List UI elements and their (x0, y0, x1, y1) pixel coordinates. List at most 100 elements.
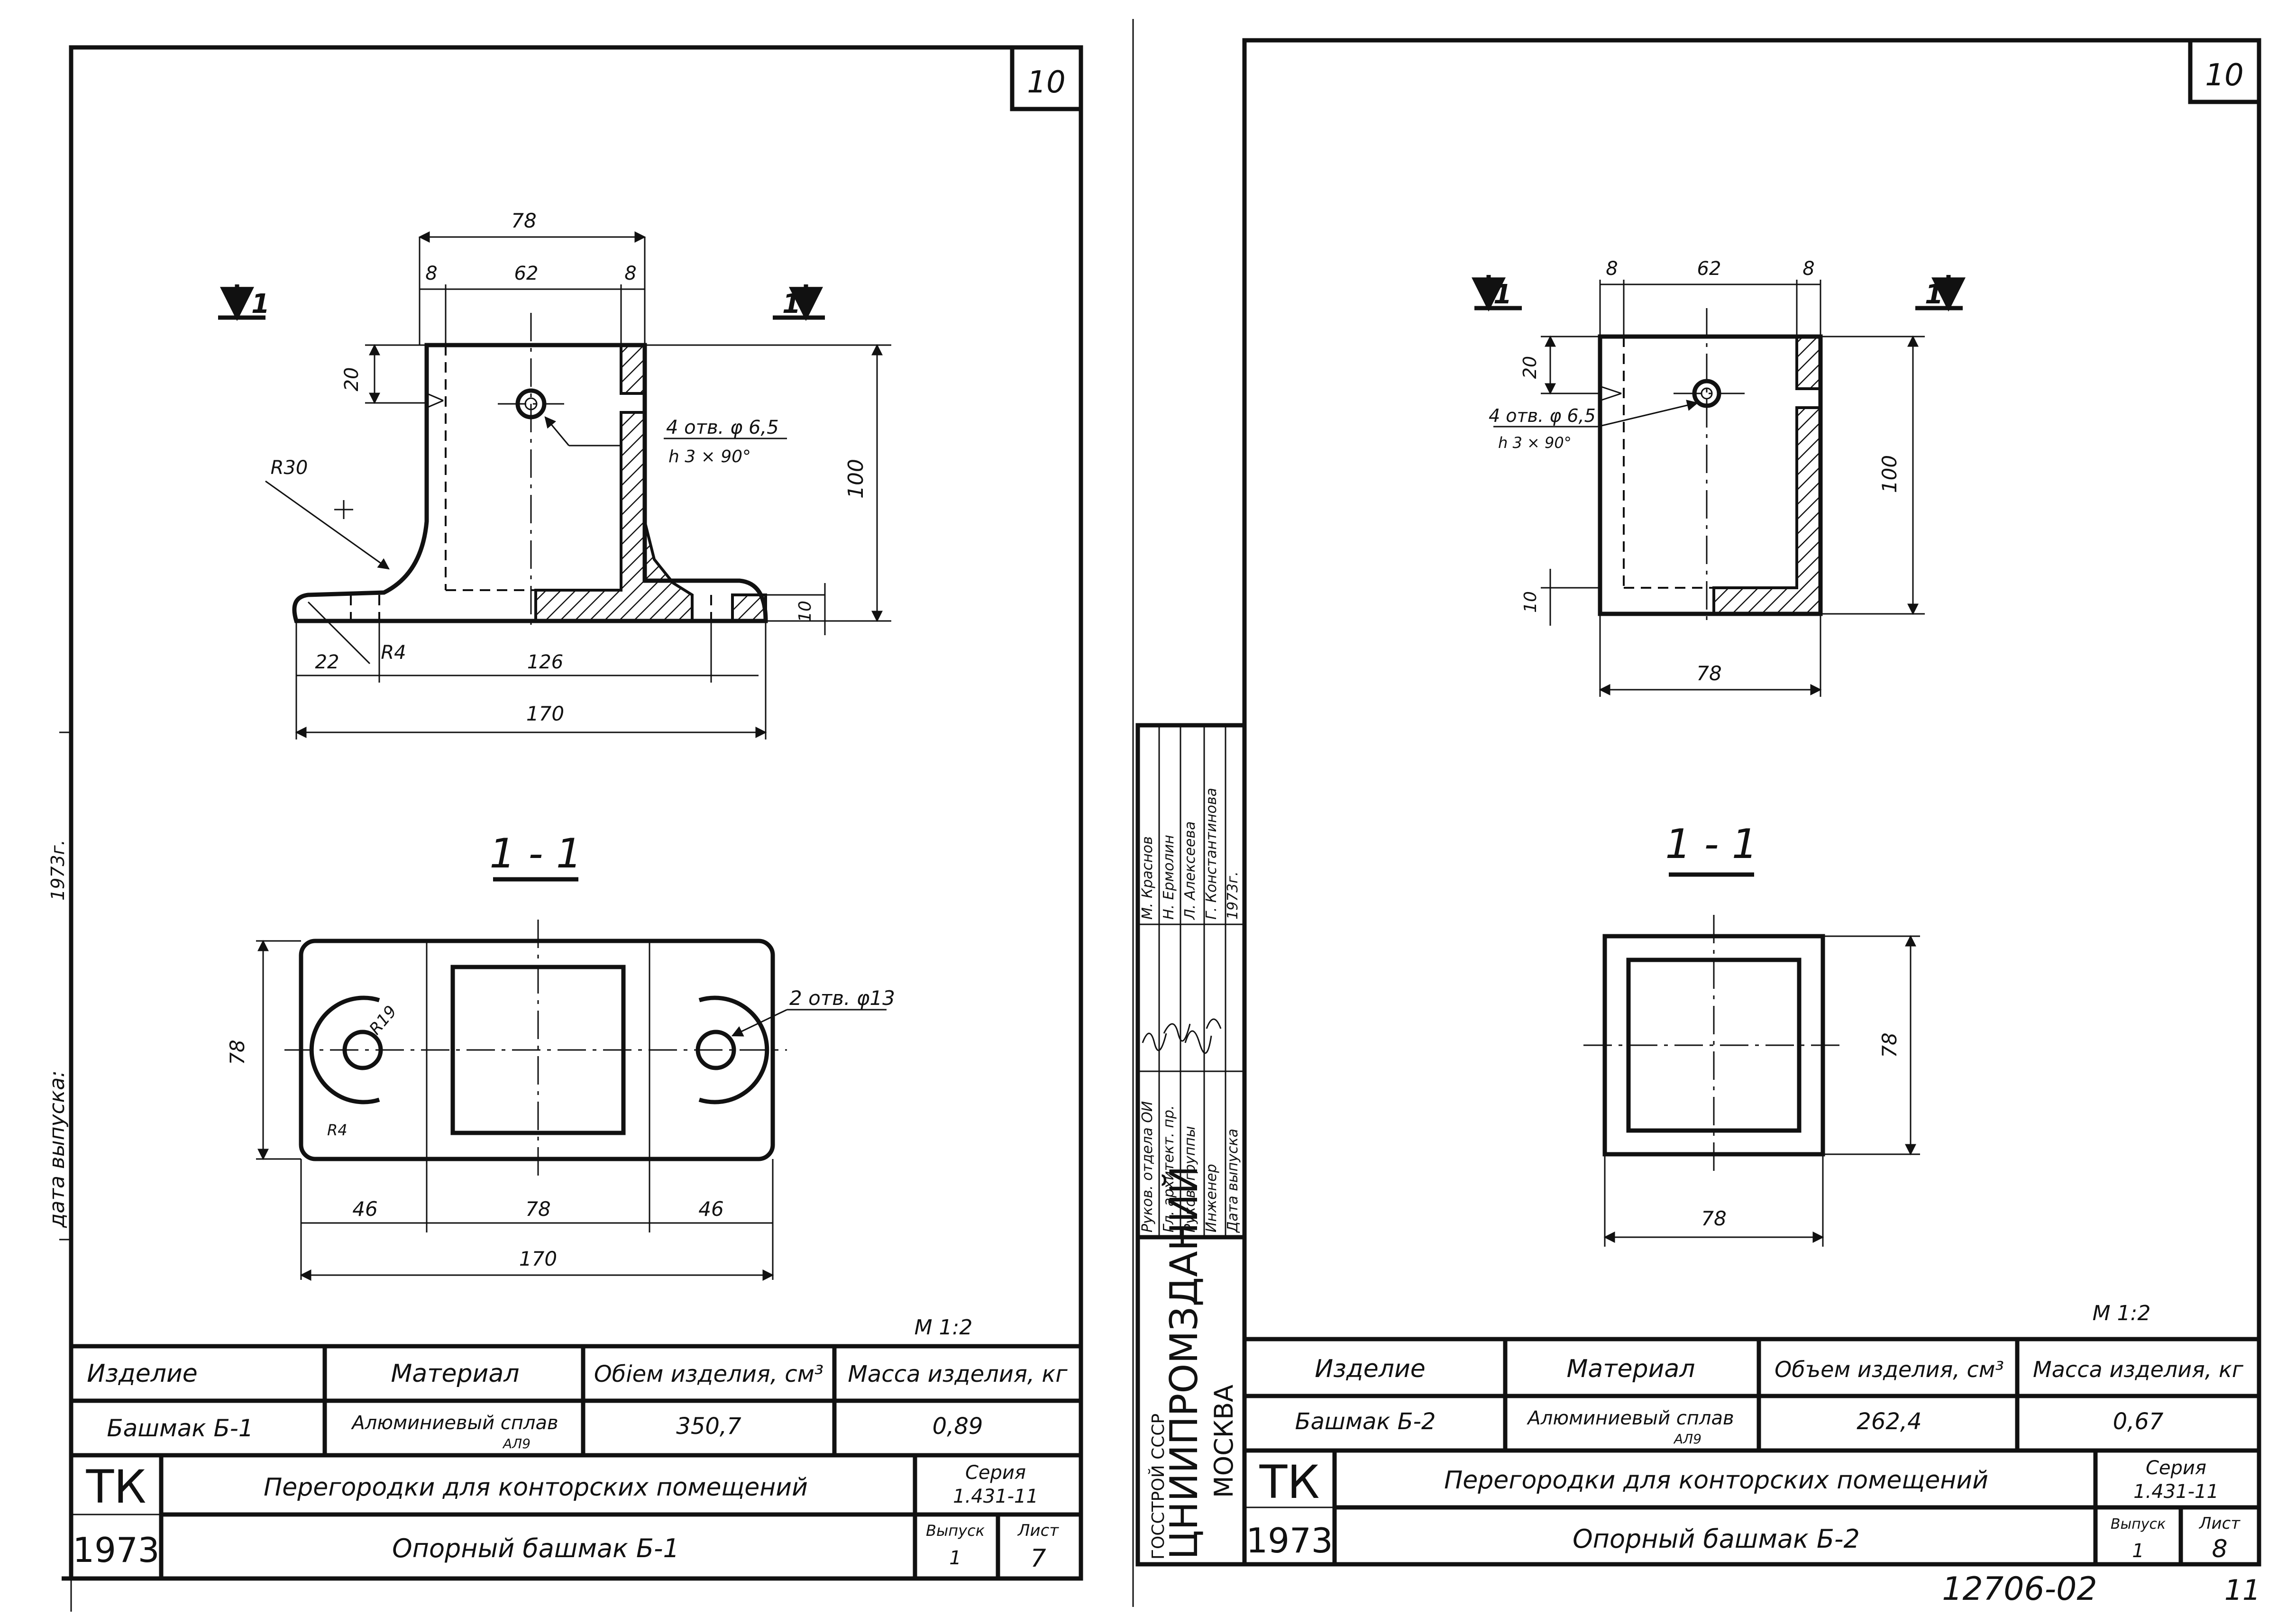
dim-10: 10 (796, 601, 815, 622)
main-view-b1 (292, 313, 768, 630)
sheet-frame (69, 45, 1083, 1581)
stamp-name-3: Л. Алексеева (1182, 821, 1198, 920)
section-dim-46-left: 46 (352, 1197, 377, 1221)
b2-holes-callout: 4 отв. φ 6,5 (1489, 405, 1596, 426)
archive-number: 12706-02 (1942, 1570, 2097, 1608)
b2-sheet-value: 8 (2212, 1535, 2227, 1563)
col-mass-header: Масса изделия, кг (848, 1361, 1068, 1387)
series-label: Серия (965, 1462, 1026, 1484)
b2-cut-marker-left: 1 (1493, 279, 1512, 310)
dim-20: 20 (341, 367, 363, 392)
b2-project-name: Перегородки для конторских помещений (1444, 1466, 1988, 1495)
sheet-right: 10 Руков. отдела ОИ Гл. архитект. пр. Ру… (1135, 38, 2261, 1608)
col-material-header: Материал (391, 1359, 520, 1388)
dim-r30: R30 (271, 457, 308, 479)
col-volume-header: Обiем изделия, см³ (594, 1361, 823, 1387)
stamp-role-5: Дата выпуска (1225, 1129, 1241, 1233)
b2-col-material-header: Материал (1567, 1355, 1695, 1383)
stamp-name-5: 1973г. (1225, 871, 1241, 920)
b2-volume-value: 262,4 (1857, 1408, 1921, 1435)
b2-sheet-label: Лист (2198, 1514, 2241, 1533)
b2-dim-8-left: 8 (1606, 258, 1618, 280)
b2-drawing-title: Опорный башмак Б-2 (1573, 1524, 1860, 1554)
section-dim-170: 170 (519, 1247, 557, 1270)
b2-dim-100: 100 (1878, 455, 1901, 493)
section-r4: R4 (327, 1121, 348, 1139)
material-value: Алюминиевый сплав (350, 1412, 558, 1434)
b2-col-item-header: Изделие (1315, 1355, 1426, 1383)
dim-100: 100 (844, 459, 868, 499)
b2-cut-marker-right: 1 (1925, 279, 1943, 310)
section-b2: 1 - 1 78 78 (1583, 821, 1920, 1247)
volume-value: 350,7 (676, 1413, 741, 1440)
stamp-gosstroy: ГОССТРОЙ СССР (1148, 1414, 1168, 1560)
b2-col-mass-header: Масса изделия, кг (2033, 1357, 2244, 1382)
b2-dim-20: 20 (1519, 356, 1540, 379)
stamp-name-2: Н. Ермолин (1161, 835, 1177, 920)
b2-series-value: 1.431-11 (2133, 1481, 2219, 1503)
chamfer-callout: h 3 × 90° (668, 447, 751, 466)
dim-62: 62 (514, 263, 539, 284)
page-number: 11 (2224, 1574, 2260, 1607)
b2-material-sub: АЛ9 (1673, 1431, 1701, 1447)
b2-dim-10: 10 (1521, 591, 1540, 613)
b2-scale: М 1:2 (2093, 1301, 2151, 1325)
org-code: ТК (86, 1460, 146, 1514)
section-dim-78-height: 78 (226, 1040, 249, 1065)
b2-section-title: 1 - 1 (1665, 821, 1757, 868)
dim-8-right: 8 (624, 263, 636, 284)
section-b1: 1 - 1 R19 R4 2 отв. φ13 78 46 (226, 830, 895, 1281)
b2-dim-8-right: 8 (1802, 258, 1814, 280)
release-date-label: дата выпуска: (45, 1070, 69, 1228)
release-date-year: 1973г. (47, 839, 68, 901)
b2-issue-value: 1 (2132, 1540, 2144, 1562)
stamp-role-2: Гл. архитект. пр. (1161, 1105, 1177, 1232)
stamp-name-1: М. Краснов (1139, 836, 1156, 920)
b2-material-value: Алюминиевый сплав (1526, 1407, 1734, 1429)
dim-78-top: 78 (511, 209, 536, 232)
dim-170: 170 (526, 702, 564, 725)
stamp-role-4: Инженер (1203, 1164, 1220, 1232)
col-item-header: Изделие (87, 1359, 198, 1388)
issue-value: 1 (949, 1547, 961, 1569)
stamp-city: МОСКВА (1209, 1385, 1239, 1498)
corner-number: 10 (1027, 65, 1065, 100)
project-name: Перегородки для конторских помещений (264, 1473, 808, 1502)
b2-item-value: Башмак Б-2 (1295, 1408, 1436, 1435)
b2-org-year: 1973 (1246, 1521, 1333, 1560)
signatures (1142, 1018, 1222, 1054)
b2-mass-value: 0,67 (2113, 1408, 2164, 1435)
b2-section-dim-78-width: 78 (1701, 1207, 1726, 1230)
cut-marker-left: 1 (251, 289, 270, 319)
dim-r4: R4 (381, 642, 406, 664)
title-block-b1: Изделие Материал Обiем изделия, см³ Масс… (71, 1344, 1081, 1578)
sheet-left: 10 78 (45, 45, 1083, 1612)
corner-number-box (1010, 45, 1083, 111)
b2-series-label: Серия (2146, 1457, 2206, 1479)
item-value: Башмак Б-1 (107, 1414, 253, 1442)
section-dim-46-right: 46 (698, 1197, 723, 1221)
main-view-b2 (1598, 308, 1823, 626)
dimensions-b1: 78 8 62 8 20 100 10 22 R4 (218, 209, 891, 739)
series-value: 1.431-11 (953, 1486, 1038, 1507)
holes-callout: 4 отв. φ 6,5 (666, 417, 779, 438)
b2-org-code: ТК (1259, 1456, 1320, 1509)
sheet-label: Лист (1017, 1521, 1059, 1540)
drawing-title: Опорный башмак Б-1 (392, 1533, 679, 1563)
issue-label: Выпуск (926, 1522, 985, 1540)
title-block-b2: Изделие Материал Объем изделия, см³ Масс… (1244, 1337, 2259, 1564)
b2-col-volume-header: Объем изделия, см³ (1775, 1357, 2004, 1382)
material-sub: АЛ9 (502, 1436, 531, 1451)
b2-issue-label: Выпуск (2111, 1516, 2166, 1533)
sheet-frame-right (1242, 38, 2261, 1567)
dim-22: 22 (315, 651, 339, 673)
sheet-value: 7 (1030, 1544, 1046, 1573)
section-title: 1 - 1 (489, 830, 582, 877)
dim-8-left: 8 (425, 263, 437, 284)
stamp-role-1: Руков. отдела ОИ (1139, 1101, 1156, 1232)
stamp-role-3: Руков. группы (1182, 1126, 1198, 1232)
corner-number-right: 10 (2205, 58, 2243, 93)
section-dim-78-mid: 78 (525, 1197, 550, 1221)
section-holes-callout: 2 отв. φ13 (789, 986, 895, 1010)
